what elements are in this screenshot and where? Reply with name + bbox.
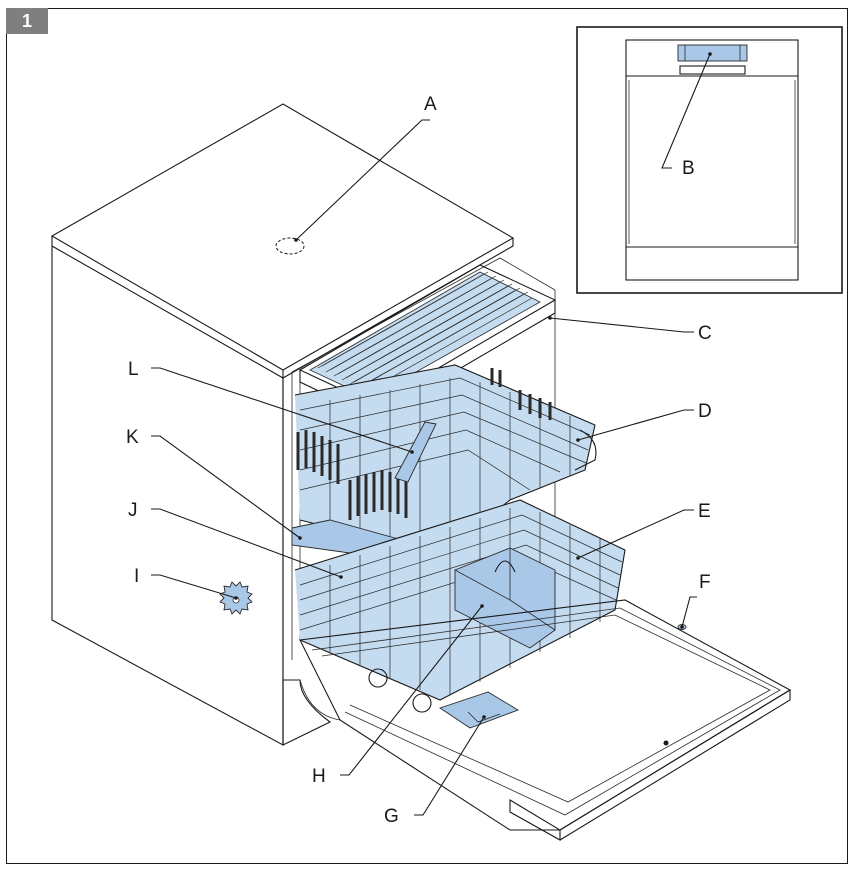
upper-spray-arm — [394, 421, 437, 483]
dishwasher-door — [299, 599, 792, 841]
callout-leaders — [151, 52, 712, 816]
figure-frame — [6, 8, 848, 864]
callout-label-k: K — [126, 427, 139, 448]
callout-label-f: F — [699, 572, 711, 593]
inset-control-panel — [576, 26, 843, 294]
dishwasher-cabinet — [50, 103, 515, 746]
figure-number-badge: 1 — [6, 8, 48, 34]
callout-label-a: A — [424, 94, 437, 115]
callout-label-g: G — [384, 806, 399, 827]
control-panel-display — [677, 44, 748, 62]
top-sensor-marker — [275, 237, 305, 255]
callout-label-l: L — [128, 359, 139, 380]
detergent-dispenser — [438, 691, 520, 729]
callout-label-b: B — [682, 158, 695, 179]
callout-label-c: C — [698, 323, 712, 344]
callout-label-j: J — [128, 500, 138, 521]
callout-label-e: E — [698, 501, 711, 522]
lower-basket — [294, 499, 626, 713]
callout-label-d: D — [698, 401, 712, 422]
callout-label-h: H — [312, 766, 326, 787]
callout-label-i: I — [134, 566, 139, 587]
